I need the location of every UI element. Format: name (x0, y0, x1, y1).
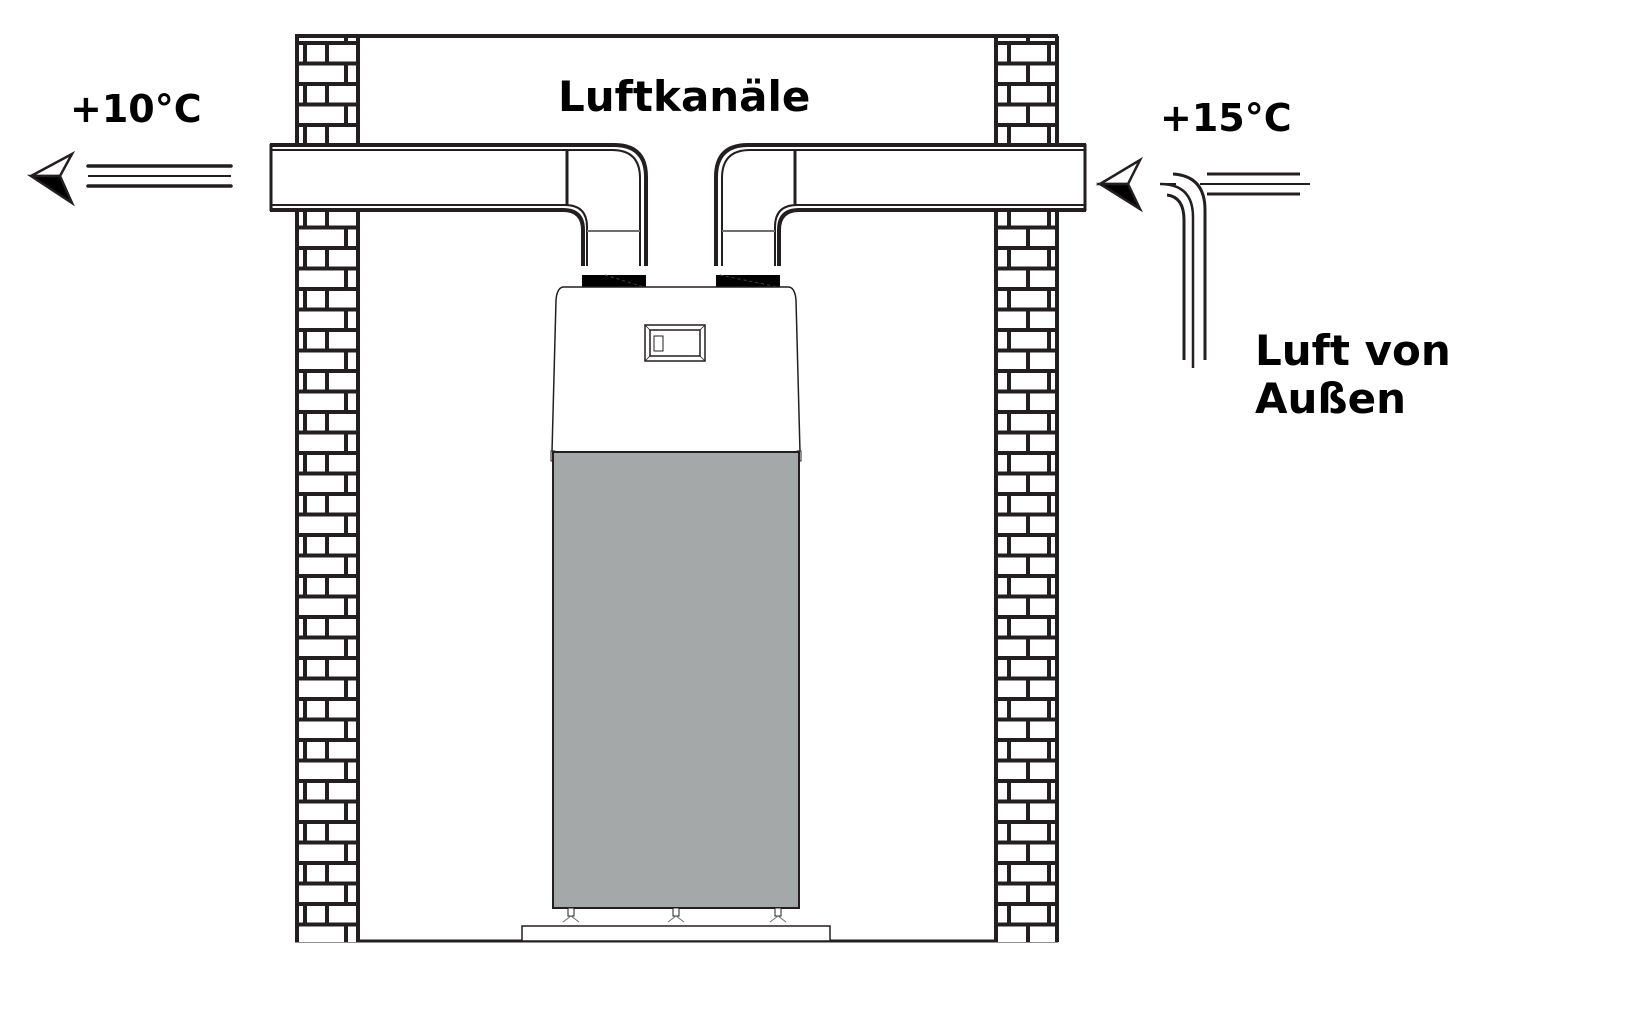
base-plate (521, 925, 831, 942)
exhaust-temperature-label: +10°C (70, 87, 202, 131)
heat-pump-unit (550, 286, 802, 909)
outside-air-label-line2: Außen (1255, 374, 1406, 424)
ducts-title: Luftkanäle (558, 72, 811, 121)
outside-air-label: Luft von Außen (1255, 326, 1451, 424)
control-panel (644, 324, 706, 362)
intake-duct (714, 143, 1087, 300)
exhaust-duct (269, 143, 648, 300)
power-switch-icon (653, 335, 664, 352)
unit-feet (562, 907, 787, 923)
intake-temperature-label: +15°C (1160, 96, 1292, 140)
exhaust-arrow-icon (26, 150, 233, 207)
outside-air-label-line1: Luft von (1255, 326, 1451, 375)
intake-arrow-icon (1095, 156, 1310, 368)
